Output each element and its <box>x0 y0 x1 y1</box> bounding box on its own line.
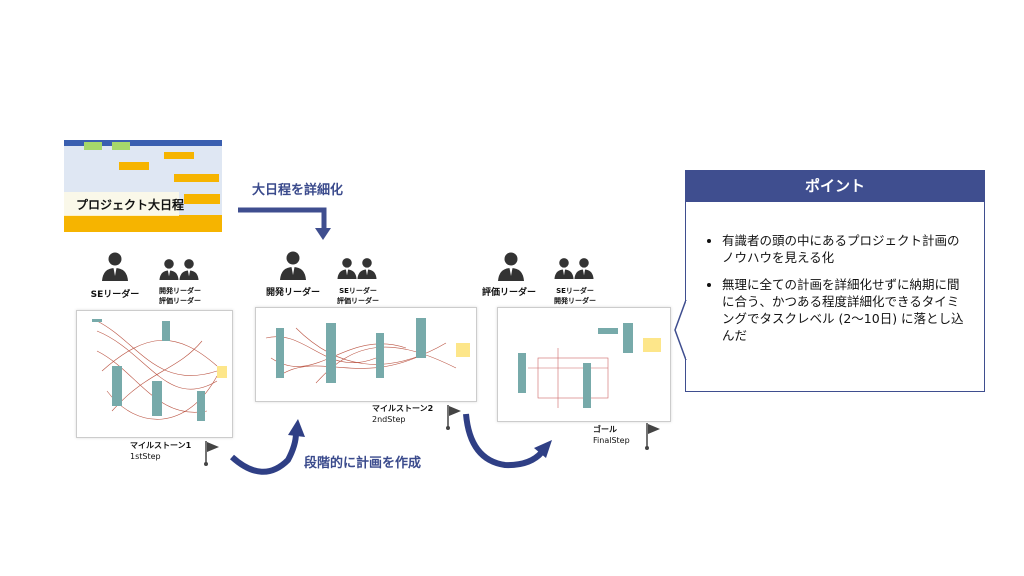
schedule-label: プロジェクト大日程 <box>76 198 185 212</box>
milestone-label: マイルストーン1 <box>130 441 192 450</box>
sub-role: SEリーダー <box>556 287 594 295</box>
point-title: ポイント <box>686 171 984 202</box>
team-icon <box>337 258 377 279</box>
milestone-label: ゴール <box>593 425 617 434</box>
point-bullet: 無理に全ての計画を詳細化せずに納期に間に合う、かつある程度詳細化できるタイミング… <box>722 276 968 344</box>
step-label: 1stStep <box>130 452 161 461</box>
sub-role: SEリーダー <box>339 287 377 295</box>
person-icon <box>100 251 130 281</box>
person-icon <box>496 251 526 281</box>
network-diagram-1 <box>76 310 233 438</box>
milestone-label: マイルストーン2 <box>372 404 434 413</box>
step-label: FinalStep <box>593 436 630 445</box>
project-schedule-image: プロジェクト大日程 <box>64 140 222 232</box>
flag-icon <box>204 441 219 466</box>
point-bullet: 有識者の頭の中にあるプロジェクト計画のノウハウを見える化 <box>722 232 968 266</box>
main-role: 評価リーダー <box>481 288 536 298</box>
network-diagram-2 <box>255 307 477 402</box>
person-icon <box>278 250 308 280</box>
step-creation-label: 段階的に計画を作成 <box>304 456 422 471</box>
sub-role: 評価リーダー <box>159 297 201 305</box>
network-diagram-3 <box>497 307 671 422</box>
sub-role: 開発リーダー <box>159 287 201 295</box>
detail-arrow <box>238 207 331 240</box>
curved-arrow-icon <box>229 419 305 475</box>
curved-arrow-icon <box>463 413 552 469</box>
sub-role: 評価リーダー <box>337 297 379 305</box>
callout-notch <box>674 300 688 360</box>
flag-icon <box>446 405 461 430</box>
team-icon <box>159 259 199 280</box>
flag-icon <box>645 423 660 450</box>
team-icon <box>554 258 594 279</box>
detail-arrow-label: 大日程を詳細化 <box>252 183 344 198</box>
sub-role: 開発リーダー <box>554 297 596 305</box>
main-role: SEリーダー <box>90 290 140 300</box>
point-box: ポイント 有識者の頭の中にあるプロジェクト計画のノウハウを見える化 無理に全ての… <box>685 170 985 392</box>
main-role: 開発リーダー <box>265 288 320 298</box>
step-label: 2ndStep <box>372 415 406 424</box>
